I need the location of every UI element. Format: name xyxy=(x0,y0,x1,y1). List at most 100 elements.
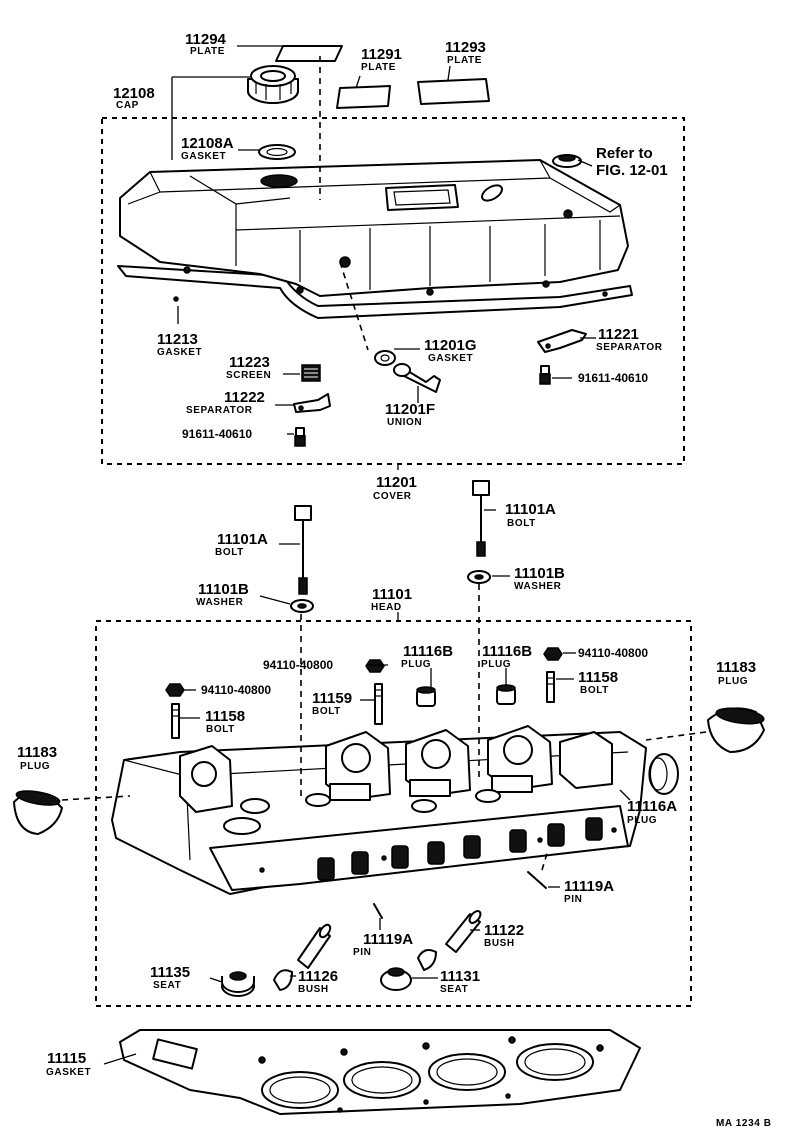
label-11101b-left-name: WASHER xyxy=(196,597,244,608)
label-11201-number: 11201 xyxy=(376,474,417,491)
label-11213-number: 11213 xyxy=(157,331,198,348)
reference-line-1: Refer to xyxy=(596,145,653,162)
label-11222-number: 11222 xyxy=(224,389,265,406)
label-11183-right-name: PLUG xyxy=(718,676,748,687)
label-11201f: 11201F UNION xyxy=(385,401,435,428)
bush-11122 xyxy=(417,910,482,971)
label-11293-number: 11293 xyxy=(445,39,486,56)
bolt-91611-left xyxy=(294,427,306,447)
pin-11119a-right xyxy=(527,871,547,889)
plug-11116b-right xyxy=(496,684,516,705)
label-11101-number: 11101 xyxy=(372,586,412,603)
cylinder-head-gasket xyxy=(119,1029,641,1115)
bush-11126 xyxy=(273,923,332,991)
label-11119a-center-name: PIN xyxy=(353,947,371,958)
label-12108: 12108 CAP xyxy=(113,85,155,111)
separator-11221 xyxy=(537,329,587,353)
label-11183-left-number: 11183 xyxy=(17,744,57,761)
label-11201f-name: UNION xyxy=(387,417,422,428)
label-11119a-right-number: 11119A xyxy=(564,878,614,895)
label-11131: 11131 SEAT xyxy=(440,968,480,995)
head-washer-left xyxy=(290,599,314,613)
label-94110-a: 94110-40800 xyxy=(263,658,333,672)
label-11116b-right-name: PLUG xyxy=(481,659,511,670)
label-11119a-right: 11119A PIN xyxy=(564,878,614,905)
label-11131-name: SEAT xyxy=(440,984,468,995)
diagram-code: MA 1234 B xyxy=(716,1118,772,1129)
label-11101a-left: 11101A BOLT xyxy=(215,531,268,558)
label-11101a-left-name: BOLT xyxy=(215,547,244,558)
label-11101b-right-number: 11101B xyxy=(514,565,565,582)
label-91611-left: 91611-40610 xyxy=(182,427,252,441)
label-11101a-left-number: 11101A xyxy=(217,531,268,548)
label-11293: 11293 PLATE xyxy=(445,39,486,66)
label-11158-left-name: BOLT xyxy=(206,724,235,735)
head-bolt-left xyxy=(294,505,312,595)
plug-11183-left xyxy=(13,790,63,835)
label-11116a-number: 11116A xyxy=(627,798,677,815)
label-12108a: 12108A GASKET xyxy=(181,135,234,162)
label-11116a-name: PLUG xyxy=(627,815,657,826)
label-12108-name: CAP xyxy=(116,100,139,111)
label-11135-name: SEAT xyxy=(153,980,181,991)
seat-11135 xyxy=(221,971,255,997)
label-11116b-left-number: 11116B xyxy=(403,643,453,660)
label-11101a-right-number: 11101A xyxy=(505,501,556,518)
label-11223: 11223 SCREEN xyxy=(226,354,271,381)
nut-94110-b xyxy=(543,647,563,661)
assembly-axis-lines xyxy=(61,56,707,871)
label-11294: 11294 PLATE xyxy=(185,31,227,57)
plate-11291 xyxy=(336,85,391,109)
label-11101b-left: 11101B WASHER xyxy=(196,581,249,608)
label-94110-c-number: 94110-40800 xyxy=(201,683,271,697)
label-11122: 11122 BUSH xyxy=(484,922,524,949)
label-11159: 11159 BOLT xyxy=(312,690,352,717)
label-11221-number: 11221 xyxy=(598,326,639,343)
label-11201f-number: 11201F xyxy=(385,401,435,418)
label-11101b-right: 11101B WASHER xyxy=(514,565,565,592)
label-11116a: 11116A PLUG xyxy=(627,798,677,826)
label-11201-name: COVER xyxy=(373,491,412,502)
plug-11116a xyxy=(648,753,679,795)
label-11115-number: 11115 xyxy=(47,1050,86,1067)
label-11126: 11126 BUSH xyxy=(298,968,338,995)
label-11293-name: PLATE xyxy=(447,55,482,66)
plug-11183-right xyxy=(707,707,765,753)
separator-11222 xyxy=(293,393,331,413)
label-11126-number: 11126 xyxy=(298,968,338,985)
label-11222: 11222 SEPARATOR xyxy=(186,389,265,416)
label-11223-name: SCREEN xyxy=(226,370,271,381)
label-11294-number: 11294 xyxy=(185,31,227,48)
label-11221: 11221 SEPARATOR xyxy=(596,326,663,353)
label-11119a-center: 11119A PIN xyxy=(353,931,413,958)
label-11294-name: PLATE xyxy=(190,46,225,57)
label-11101a-right-name: BOLT xyxy=(507,518,536,529)
label-11291-number: 11291 xyxy=(361,46,402,63)
label-91611-right-number: 91611-40610 xyxy=(578,371,648,385)
label-11116b-right-number: 11116B xyxy=(482,643,532,660)
label-91611-right: 91611-40610 xyxy=(578,371,648,385)
label-11158-right-number: 11158 xyxy=(578,669,618,686)
label-11119a-right-name: PIN xyxy=(564,894,582,905)
label-11158-right-name: BOLT xyxy=(580,685,609,696)
label-11221-name: SEPARATOR xyxy=(596,342,663,353)
label-11116b-left: 11116B PLUG xyxy=(401,643,453,670)
reference-line-2: FIG. 12-01 xyxy=(596,162,668,179)
label-12108-number: 12108 xyxy=(113,85,155,102)
label-11159-name: BOLT xyxy=(312,706,341,717)
plug-11116b-left xyxy=(416,686,436,707)
label-94110-b: 94110-40800 xyxy=(578,646,648,660)
label-11101a-right: 11101A BOLT xyxy=(505,501,556,529)
union-gasket xyxy=(374,350,396,366)
label-11101b-left-number: 11101B xyxy=(198,581,249,598)
label-11101-name: HEAD xyxy=(371,602,402,613)
cap-gasket-ring xyxy=(258,144,296,160)
label-11201g-name: GASKET xyxy=(428,353,473,364)
label-11223-number: 11223 xyxy=(229,354,270,371)
label-11131-number: 11131 xyxy=(440,968,480,985)
label-11183-right: 11183 PLUG xyxy=(716,659,756,687)
label-94110-b-number: 94110-40800 xyxy=(578,646,648,660)
seat-11131 xyxy=(380,967,412,991)
reference-note: Refer to FIG. 12-01 xyxy=(596,145,668,179)
